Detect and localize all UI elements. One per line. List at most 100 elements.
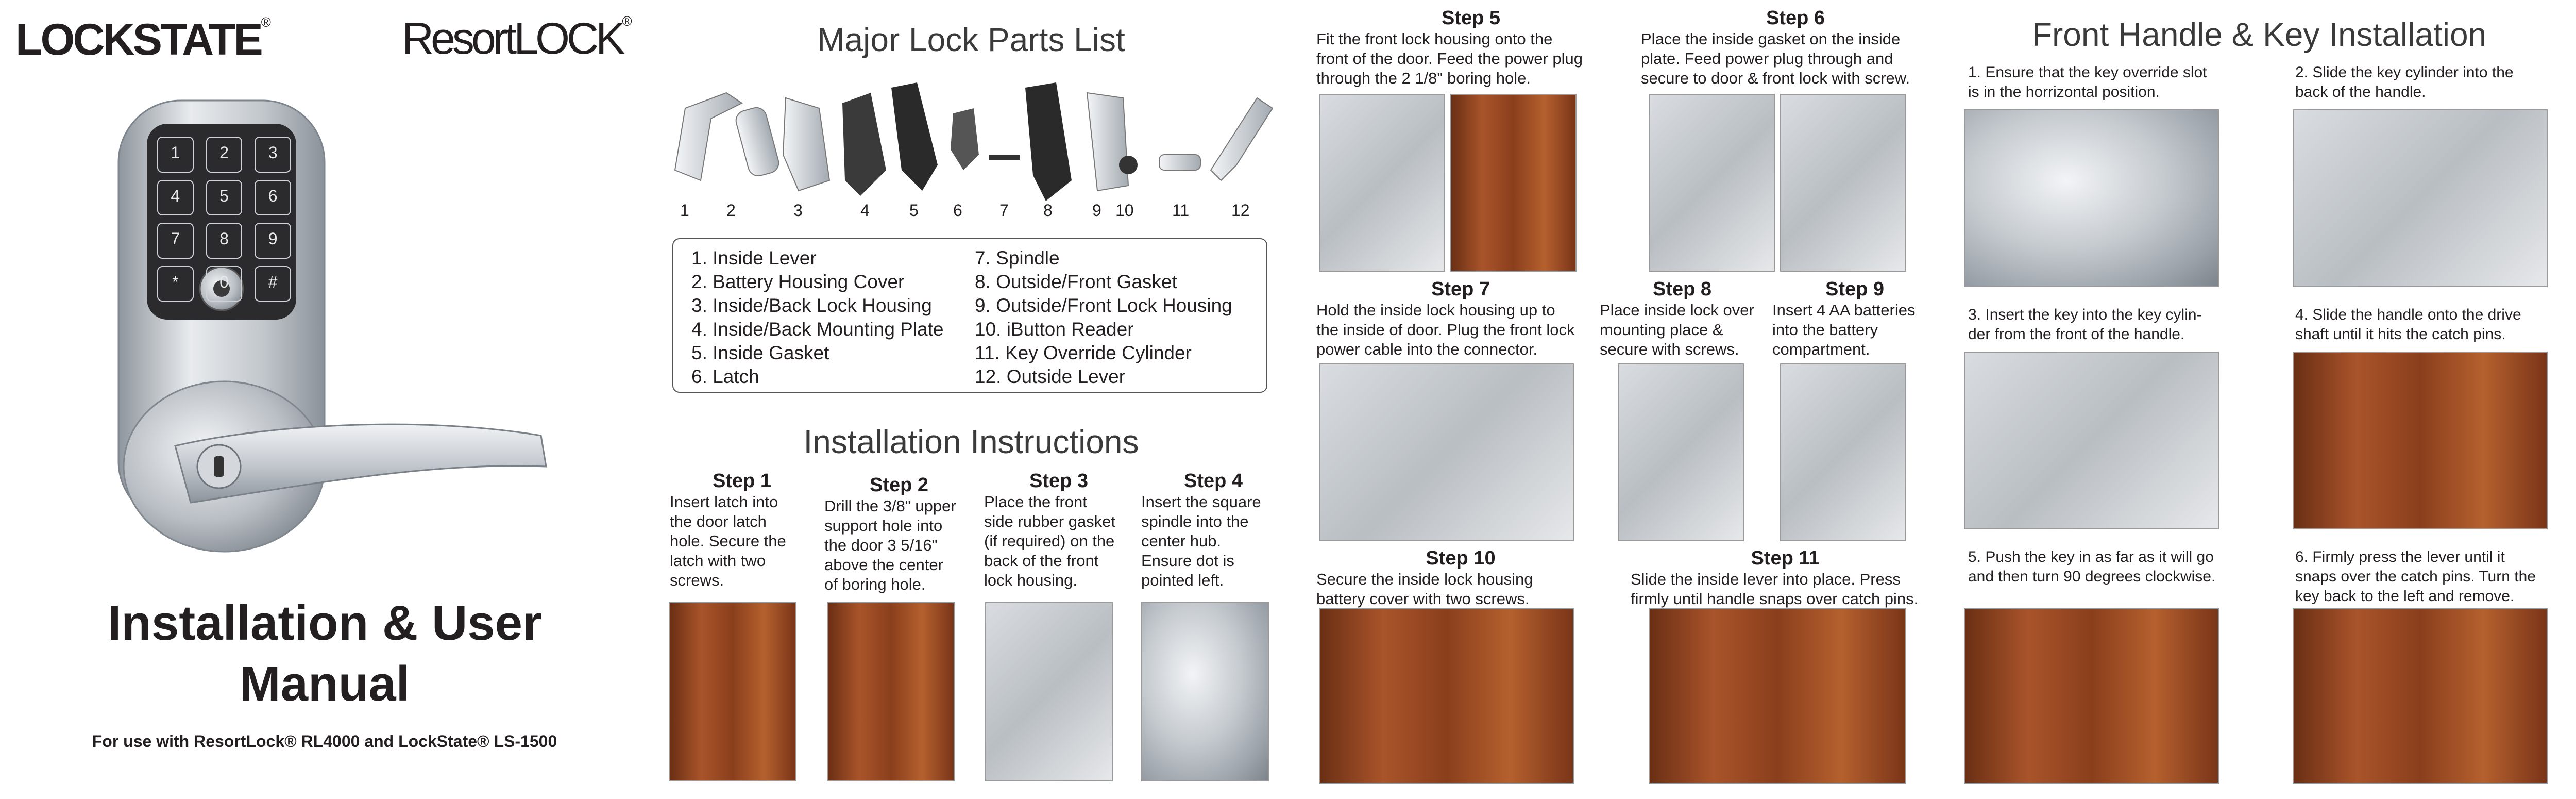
step-text: Place the front side rubber gasket (if r… xyxy=(984,493,1116,589)
front-item-5-photo xyxy=(1964,608,2219,784)
manual-title-line2: Manual xyxy=(239,656,410,711)
part-number: 11 xyxy=(1172,201,1190,220)
step-title: Step 8 xyxy=(1652,278,1712,300)
front-item-2: 2. Slide the key cylinder into the back … xyxy=(2295,64,2514,101)
step-8-photo xyxy=(1618,363,1744,541)
parts-list-left: 1. Inside Lever 2. Battery Housing Cover… xyxy=(691,246,944,389)
step-4: Step 4 Insert the square spindle into th… xyxy=(1141,470,1285,590)
manual-title: Installation & User Manual xyxy=(0,593,649,714)
front-item-4: 4. Slide the handle onto the drive shaft… xyxy=(2295,306,2521,343)
part-number: 6 xyxy=(953,201,962,220)
step-text: Place inside lock over mounting place & … xyxy=(1600,301,1754,358)
front-handle-heading: Front Handle & Key Installation xyxy=(2031,16,2487,53)
step-11: Step 11 Slide the inside lever into plac… xyxy=(1631,547,1940,609)
step-text: Insert 4 AA batteries into the battery c… xyxy=(1772,301,1916,358)
step-5: Step 5 Fit the front lock housing onto t… xyxy=(1316,7,1625,88)
part-item: 7. Spindle xyxy=(975,247,1060,269)
part-number: 1 xyxy=(680,201,689,220)
part-number: 9 xyxy=(1092,201,1101,220)
part-item: 2. Battery Housing Cover xyxy=(691,271,905,292)
keypad-key: 0 xyxy=(206,265,243,302)
keypad-key: 7 xyxy=(157,223,194,259)
step-title: Step 4 xyxy=(1183,470,1243,492)
step-4-photo xyxy=(1141,602,1269,781)
step-1-photo xyxy=(669,602,796,781)
step-3: Step 3 Place the front side rubber gaske… xyxy=(984,470,1133,590)
step-text: Secure the inside lock housing battery c… xyxy=(1316,570,1533,608)
part-item: 10. iButton Reader xyxy=(975,319,1134,340)
part-number: 4 xyxy=(860,201,870,220)
step-text: Insert latch into the door latch hole. S… xyxy=(670,493,786,589)
exploded-parts-diagram xyxy=(674,82,1274,201)
parts-list-box: 1. Inside Lever 2. Battery Housing Cover… xyxy=(672,238,1267,393)
part-item: 9. Outside/Front Lock Housing xyxy=(975,295,1232,316)
keypad-key: 9 xyxy=(255,223,291,259)
part-number: 12 xyxy=(1231,201,1250,220)
step-text: Place the inside gasket on the inside pl… xyxy=(1641,30,1910,87)
step-text: Hold the inside lock housing up to the i… xyxy=(1316,301,1575,358)
front-item-1-photo xyxy=(1964,109,2219,287)
step-title: Step 2 xyxy=(869,474,929,496)
manual-subtitle: For use with ResortLock® RL4000 and Lock… xyxy=(92,732,557,751)
step-11-photo xyxy=(1649,608,1906,784)
keypad-grid: 1 2 3 4 5 6 7 8 9 * 0 # xyxy=(157,137,291,302)
step-9: Step 9 Insert 4 AA batteries into the ba… xyxy=(1772,278,1937,359)
part-number: 8 xyxy=(1043,201,1053,220)
part-number-labels: 1 2 3 4 5 6 7 8 9 10 11 12 xyxy=(665,201,1283,222)
part-number: 3 xyxy=(793,201,803,220)
keypad-key: * xyxy=(157,265,194,302)
front-item-3: 3. Insert the key into the key cylin- de… xyxy=(1968,306,2202,343)
step-8: Step 8 Place inside lock over mounting p… xyxy=(1600,278,1765,359)
part-item: 12. Outside Lever xyxy=(975,366,1126,387)
front-item-4-photo xyxy=(2293,352,2548,529)
keypad-key: 2 xyxy=(206,137,243,173)
step-6-photo-b xyxy=(1780,94,1906,272)
keypad-key: 4 xyxy=(157,179,194,215)
manual-title-line1: Installation & User xyxy=(107,595,542,651)
lockstate-logo: LOCKSTATE® xyxy=(15,14,271,66)
front-item-5: 5. Push the key in as far as it will go … xyxy=(1968,548,2216,585)
step-5-photo-b xyxy=(1450,94,1577,272)
part-item: 3. Inside/Back Lock Housing xyxy=(691,295,932,316)
step-6-photo-a xyxy=(1649,94,1775,272)
step-title: Step 9 xyxy=(1825,278,1885,300)
step-9-photo xyxy=(1780,363,1906,541)
part-item: 1. Inside Lever xyxy=(691,247,817,269)
step-title: Step 10 xyxy=(1426,547,1496,569)
step-3-photo xyxy=(985,602,1113,781)
part-number: 5 xyxy=(909,201,919,220)
step-2: Step 2 Drill the 3/8" upper support hole… xyxy=(824,474,974,594)
parts-list-right: 7. Spindle 8. Outside/Front Gasket 9. Ou… xyxy=(975,246,1232,389)
front-item-6-photo xyxy=(2293,608,2548,784)
step-7: Step 7 Hold the inside lock housing up t… xyxy=(1316,278,1605,359)
step-1: Step 1 Insert latch into the door latch … xyxy=(670,470,814,590)
part-number: 2 xyxy=(726,201,736,220)
front-item-2-photo xyxy=(2293,109,2548,287)
keypad-key: 3 xyxy=(255,137,291,173)
lockstate-logo-text: LOCKSTATE xyxy=(15,15,263,64)
part-item: 11. Key Override Cylinder xyxy=(975,342,1192,363)
part-number: 10 xyxy=(1115,201,1134,220)
step-6: Step 6 Place the inside gasket on the in… xyxy=(1641,7,1950,88)
part-number: 7 xyxy=(999,201,1009,220)
step-title: Step 7 xyxy=(1431,278,1490,300)
step-title: Step 5 xyxy=(1441,7,1501,29)
keypad-key: 5 xyxy=(206,179,243,215)
resortlock-registered-mark: ® xyxy=(622,13,632,29)
lockstate-registered-mark: ® xyxy=(261,14,271,30)
parts-heading: Major Lock Parts List xyxy=(817,21,1125,58)
keypad-key: 1 xyxy=(157,137,194,173)
step-title: Step 3 xyxy=(1029,470,1089,492)
step-text: Slide the inside lever into place. Press… xyxy=(1631,570,1919,608)
step-10-photo xyxy=(1319,608,1574,784)
keypad-key: 6 xyxy=(255,179,291,215)
front-item-6: 6. Firmly press the lever until it snaps… xyxy=(2295,548,2536,605)
keypad-key: # xyxy=(255,265,291,302)
part-item: 8. Outside/Front Gasket xyxy=(975,271,1177,292)
front-item-3-photo xyxy=(1964,352,2219,529)
front-item-1: 1. Ensure that the key override slot is … xyxy=(1968,64,2207,101)
step-text: Drill the 3/8" upper support hole into t… xyxy=(824,497,956,593)
step-2-photo xyxy=(827,602,955,781)
step-title: Step 11 xyxy=(1751,547,1820,569)
step-7-photo xyxy=(1319,363,1574,541)
